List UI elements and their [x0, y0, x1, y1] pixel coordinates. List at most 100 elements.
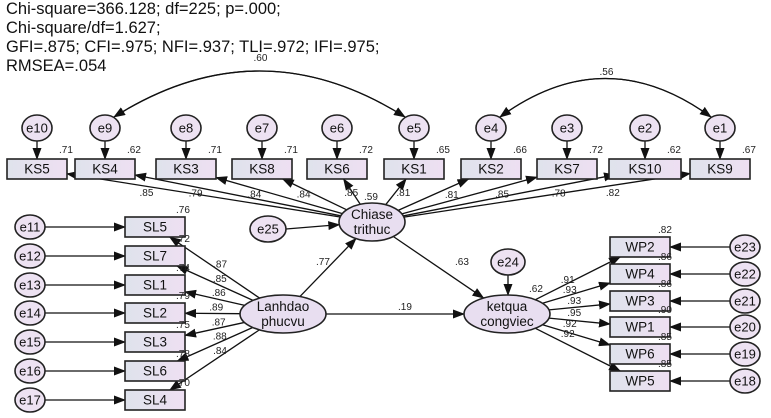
error-e16 [14, 358, 46, 384]
error-e10 [21, 114, 53, 142]
indicator-label-sl1: SL1 [143, 278, 167, 293]
error-label-e6: e6 [330, 121, 344, 136]
error-e23 [729, 234, 761, 260]
indicator-ks9 [689, 158, 751, 180]
loading-arrow-ks2 [397, 178, 470, 211]
loading-wp5: .92 [561, 329, 575, 340]
error-label-e17: e17 [19, 393, 41, 408]
error-e13 [14, 272, 46, 298]
indicator-ks4 [74, 158, 136, 180]
error-label-e9: e9 [98, 121, 112, 136]
indicator-label-ks6: KS6 [324, 162, 350, 177]
loading-arrow-ks7 [401, 175, 538, 215]
indicator-wp2 [609, 236, 671, 258]
latent-label-chiase-1: trithuc [354, 222, 391, 237]
error-e22 [729, 261, 761, 287]
indicator-ks10 [608, 158, 682, 180]
path-label-lanhdao-ketqua: .19 [398, 302, 412, 313]
error-e21 [729, 288, 761, 314]
error-label-e3: e3 [560, 121, 574, 136]
latent-label-ketqua-0: ketqua [487, 299, 528, 314]
error-label-e7: e7 [255, 121, 269, 136]
error-label-e1: e1 [713, 121, 727, 136]
error-e25 [249, 215, 287, 243]
loading-ks1: .81 [396, 188, 410, 199]
r2-ks5: .71 [59, 145, 73, 156]
loading-arrow-ks8 [281, 178, 347, 211]
fit-line-indices: GFI=.875; CFI=.975; NFI=.937; TLI=.972; … [6, 38, 380, 56]
latent-label-lanhdao-1: phucvu [261, 314, 305, 329]
loading-arrow-wp2 [535, 256, 622, 301]
indicator-sl2 [124, 302, 186, 324]
loading-arrow-wp1 [548, 317, 611, 328]
loading-sl6: .88 [213, 332, 227, 343]
indicator-wp6 [609, 343, 671, 365]
loading-arrow-sl6 [176, 326, 253, 362]
error-e14 [14, 300, 46, 326]
indicator-label-sl4: SL4 [143, 393, 168, 408]
edges-layer [32, 70, 730, 405]
loading-arrow-ks6 [343, 178, 361, 205]
indicator-ks5 [6, 158, 68, 180]
indicator-wp1 [609, 316, 671, 338]
indicator-wp5 [609, 370, 671, 392]
loading-ks8: .84 [297, 190, 311, 201]
r2-ks3: .71 [208, 145, 222, 156]
loading-arrow-ks1 [385, 178, 407, 206]
r2-wp5: .85 [658, 359, 672, 370]
indicator-label-wp3: WP3 [625, 294, 654, 309]
loading-arrow-wp3 [548, 300, 611, 311]
loading-ks6: .85 [344, 188, 358, 199]
labels-layer: .71.85.62.79.71.84.71.84.72.85.65.81.66.… [59, 53, 756, 389]
covariance-label-e9-e5: .60 [254, 53, 268, 64]
error-e3 [551, 114, 583, 142]
indicator-label-ks10: KS10 [628, 162, 661, 177]
indicator-sl3 [124, 331, 186, 353]
r2-sl4: .70 [176, 378, 190, 389]
indicator-label-sl5: SL5 [143, 220, 167, 235]
error-e18 [729, 368, 761, 394]
indicator-label-ks1: KS1 [401, 162, 427, 177]
error-e9 [89, 114, 121, 142]
error-e12 [14, 243, 46, 269]
error-label-e14: e14 [19, 306, 41, 321]
path-chiase-ketqua [392, 235, 485, 299]
error-label-e10: e10 [26, 121, 48, 136]
latent-ketqua [463, 294, 551, 334]
r2-sl2: .79 [176, 291, 190, 302]
r2-wp3: .86 [658, 279, 672, 290]
error-label-e11: e11 [20, 220, 41, 235]
loading-ks4: .79 [189, 188, 203, 199]
latent-chiase [338, 202, 406, 242]
indicator-ks6 [306, 158, 368, 180]
loading-wp3: .93 [567, 296, 581, 307]
error-e2 [629, 114, 661, 142]
indicator-label-sl3: SL3 [143, 335, 167, 350]
indicator-label-ks3: KS3 [173, 162, 199, 177]
indicator-sl7 [124, 245, 186, 267]
loading-arrow-sl3 [184, 321, 245, 338]
r2-wp1: .90 [658, 305, 672, 316]
loading-wp6: .92 [563, 319, 577, 330]
r2-ks6: .72 [359, 145, 373, 156]
r2-sl3: .75 [176, 320, 190, 331]
path-label-lanhdao-chiase: .77 [316, 257, 330, 268]
loading-arrow-sl1 [184, 289, 245, 306]
error-label-e13: e13 [19, 278, 41, 293]
indicator-ks2 [460, 158, 522, 180]
loading-sl1: .86 [212, 288, 226, 299]
loading-sl7: .85 [213, 274, 227, 285]
r2-chiase: .59 [364, 192, 378, 203]
error-arrow-e25 [285, 221, 341, 231]
latent-lanhdao [239, 294, 327, 334]
indicator-sl1 [124, 274, 186, 296]
r2-wp2: .82 [658, 225, 672, 236]
loading-arrow-ks9 [403, 170, 691, 218]
indicator-label-ks5: KS5 [24, 162, 50, 177]
error-label-e21: e21 [734, 294, 756, 309]
r2-sl7: .72 [176, 234, 190, 245]
indicator-label-ks7: KS7 [554, 162, 580, 177]
fit-line-rmsea: RMSEA=.054 [6, 57, 107, 75]
indicator-ks8 [231, 158, 293, 180]
error-label-e5: e5 [407, 121, 421, 136]
